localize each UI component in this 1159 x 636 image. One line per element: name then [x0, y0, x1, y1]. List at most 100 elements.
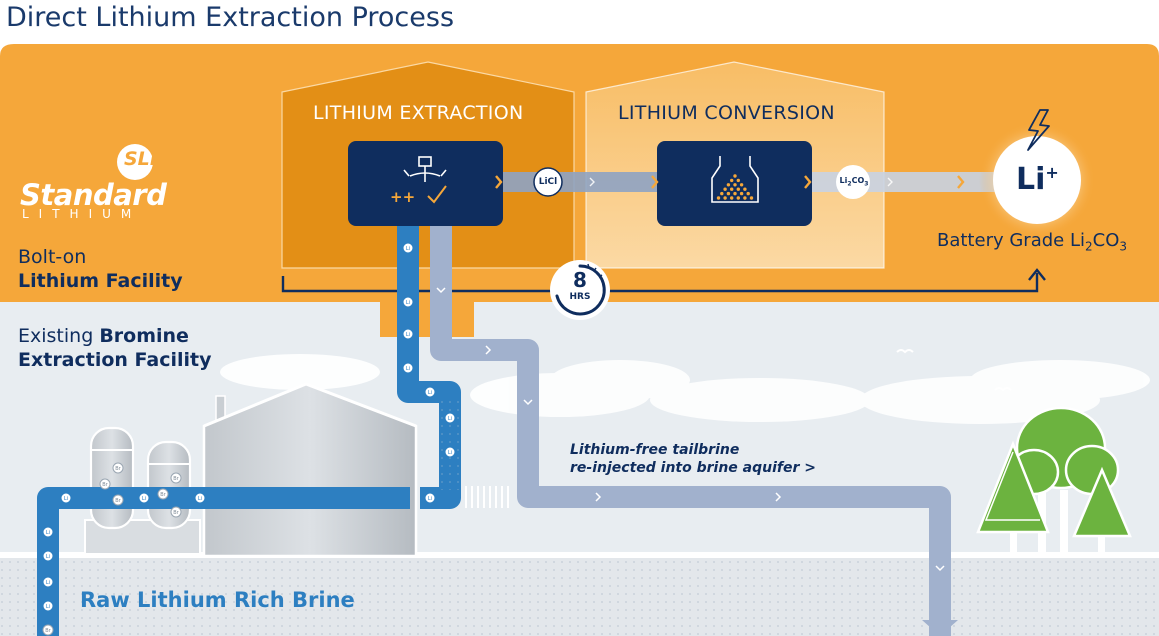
- particle-marker: [157, 488, 169, 500]
- return-arrow-icon: [1028, 268, 1046, 281]
- tailbrine-label-line2: re-injected into brine aquifer >: [570, 460, 816, 476]
- battery-grade-text: Battery Grade Li: [937, 230, 1085, 251]
- particle-marker-label: Br: [160, 492, 166, 498]
- lithium-carbonate-crystals: [716, 174, 754, 200]
- brine-dots: [440, 400, 460, 490]
- crystal-dot: [726, 191, 731, 196]
- li2co3-bubble: [836, 165, 870, 199]
- particle-marker-label: Li: [46, 554, 50, 560]
- particle-marker-label: Li: [406, 300, 410, 306]
- licl-label: LiCl: [538, 177, 558, 187]
- injection-grating: [465, 486, 509, 508]
- particle-marker: [42, 600, 54, 612]
- particle-marker-label: Br: [102, 482, 108, 488]
- raw-brine-label: Raw Lithium Rich Brine: [80, 588, 355, 612]
- particle-marker: [99, 478, 111, 490]
- particle-marker-label: Li: [428, 390, 432, 396]
- lightning-bolt-icon: [1027, 109, 1050, 151]
- crystal-dot: [730, 196, 734, 200]
- particle-marker: [170, 472, 182, 484]
- crystal-dot: [736, 196, 740, 200]
- bromine-word: Bromine: [99, 325, 189, 347]
- crystal-dot: [746, 191, 750, 196]
- crystal-dot: [733, 183, 737, 187]
- crystal-dot: [739, 191, 744, 196]
- particle-marker-label: Li: [406, 332, 410, 338]
- extraction-unit: [348, 141, 503, 226]
- page-title: Direct Lithium Extraction Process: [6, 2, 455, 33]
- particle-marker-label: Li: [406, 366, 410, 372]
- lithium-conversion-title: LITHIUM CONVERSION: [618, 102, 835, 124]
- li2co3-sub2: 2: [847, 180, 852, 188]
- bolt-on-label: Bolt-on: [18, 246, 87, 268]
- tailbrine-arrow-icon: [922, 620, 958, 636]
- li-plus-product: [993, 136, 1081, 224]
- battery-grade-sub2: 2: [1084, 239, 1093, 254]
- crystal-dot: [736, 178, 740, 183]
- licl-bubble: [533, 167, 563, 197]
- particle-marker: [424, 492, 436, 504]
- extraction-facility-label: Extraction Facility: [18, 349, 212, 371]
- particle-marker-label: Br: [173, 476, 179, 482]
- crystal-dot: [736, 187, 740, 191]
- particle-layer: LiLiLiLiLiLiLiLiLiLiLiLiLiLiLiBrBrBrBrBr…: [42, 242, 456, 636]
- li2co3-li: Li: [839, 176, 848, 185]
- crystal-dot: [726, 183, 731, 187]
- li2co3-co: CO: [851, 176, 865, 185]
- particle-marker-label: Br: [45, 628, 51, 634]
- svg-text:++: ++: [390, 188, 415, 206]
- particle-marker: [42, 576, 54, 588]
- particle-marker: [444, 446, 456, 458]
- crystal-dot: [723, 196, 727, 200]
- existing-facility-background: [0, 300, 1159, 555]
- cloud-shapes: [220, 354, 1150, 424]
- crystal-dot: [723, 187, 727, 191]
- particle-marker-label: Li: [406, 246, 410, 252]
- particle-marker-label: Br: [115, 466, 121, 472]
- crystal-dot: [743, 196, 747, 200]
- particle-marker: [42, 624, 54, 636]
- particle-marker: [170, 506, 182, 518]
- particle-marker: [424, 386, 436, 398]
- brand-name: Standard: [20, 178, 167, 212]
- brand-mark: SLi: [124, 148, 157, 170]
- flow-pipe-licl: [503, 172, 657, 192]
- crystal-dot: [716, 196, 721, 200]
- particle-marker: [402, 328, 414, 340]
- particle-marker-label: Br: [173, 510, 179, 516]
- particle-marker: [194, 492, 206, 504]
- li-symbol: Li: [1016, 162, 1046, 197]
- crystal-dot: [720, 191, 724, 196]
- battery-grade-sub3: 3: [1119, 239, 1128, 254]
- particle-marker-label: Li: [64, 496, 68, 502]
- crystal-dot: [743, 187, 747, 191]
- battery-grade-label: Battery Grade Li2CO3: [937, 230, 1127, 254]
- brand-subname: LITHIUM: [22, 207, 142, 221]
- crystal-dot: [730, 178, 734, 183]
- particle-marker: [138, 492, 150, 504]
- crystallizer-icon: [711, 156, 759, 203]
- particle-marker: [402, 362, 414, 374]
- bromine-building: [202, 382, 418, 558]
- particle-marker-label: Li: [448, 416, 452, 422]
- particle-marker-label: Br: [115, 498, 121, 504]
- particle-marker: [42, 526, 54, 538]
- particle-marker: [60, 492, 72, 504]
- existing-bromine-label: Existing Bromine: [18, 325, 189, 347]
- tree-group: [976, 406, 1132, 552]
- crystal-dot: [730, 187, 734, 191]
- battery-grade-co: CO: [1092, 230, 1120, 251]
- crystal-dot: [733, 191, 737, 196]
- particle-marker-label: Li: [46, 604, 50, 610]
- particle-marker-label: Li: [428, 496, 432, 502]
- tailbrine-label-line1: Lithium-free tailbrine: [570, 442, 740, 458]
- timer-value: 8: [573, 268, 587, 292]
- particle-marker-label: Li: [142, 496, 146, 502]
- tailbrine-chevron-icon: [436, 287, 945, 572]
- particle-marker: [402, 242, 414, 254]
- brand-logo-mark: [117, 144, 153, 180]
- particle-marker: [42, 550, 54, 562]
- existing-word: Existing: [18, 325, 100, 347]
